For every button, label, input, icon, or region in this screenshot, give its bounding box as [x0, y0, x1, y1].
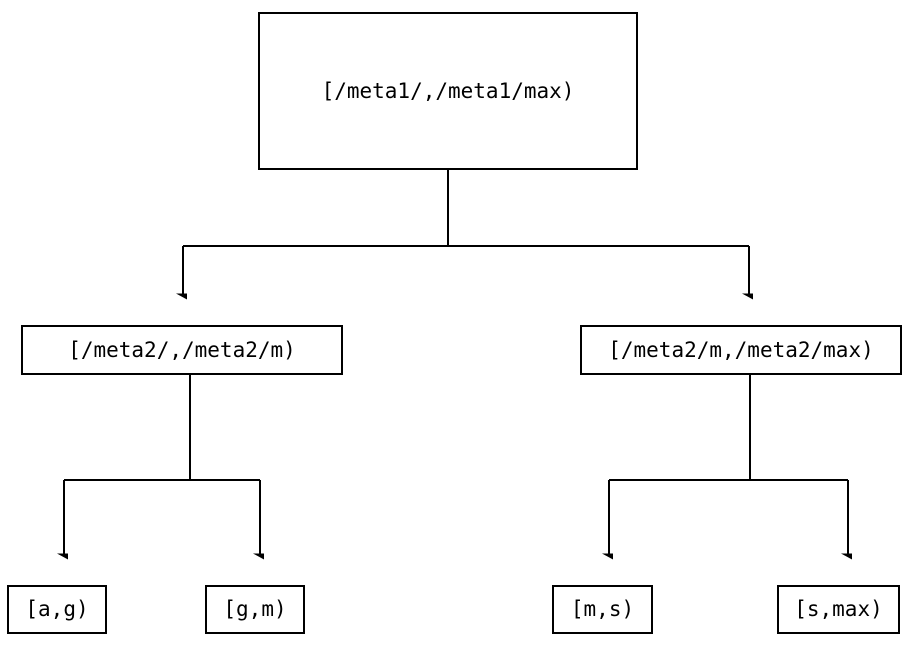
- tree-node-meta2-lower[interactable]: [/meta2/,/meta2/m): [21, 325, 343, 375]
- tree-node-leaf-a-g-label: [a,g): [25, 597, 89, 621]
- tree-node-root[interactable]: [/meta1/,/meta1/max): [258, 12, 638, 170]
- tree-node-meta2-upper[interactable]: [/meta2/m,/meta2/max): [580, 325, 902, 375]
- tree-node-meta2-upper-label: [/meta2/m,/meta2/max): [608, 337, 874, 362]
- tree-node-root-label: [/meta1/,/meta1/max): [321, 78, 575, 103]
- tree-node-meta2-lower-label: [/meta2/,/meta2/m): [68, 337, 296, 362]
- tree-node-leaf-m-s[interactable]: [m,s): [552, 585, 653, 634]
- tree-node-leaf-s-max[interactable]: [s,max): [777, 585, 900, 634]
- tree-node-leaf-a-g[interactable]: [a,g): [7, 585, 107, 634]
- tree-node-leaf-s-max-label: [s,max): [794, 597, 883, 621]
- tree-node-leaf-g-m-label: [g,m): [223, 597, 287, 621]
- tree-node-leaf-g-m[interactable]: [g,m): [205, 585, 305, 634]
- tree-node-leaf-m-s-label: [m,s): [570, 597, 635, 621]
